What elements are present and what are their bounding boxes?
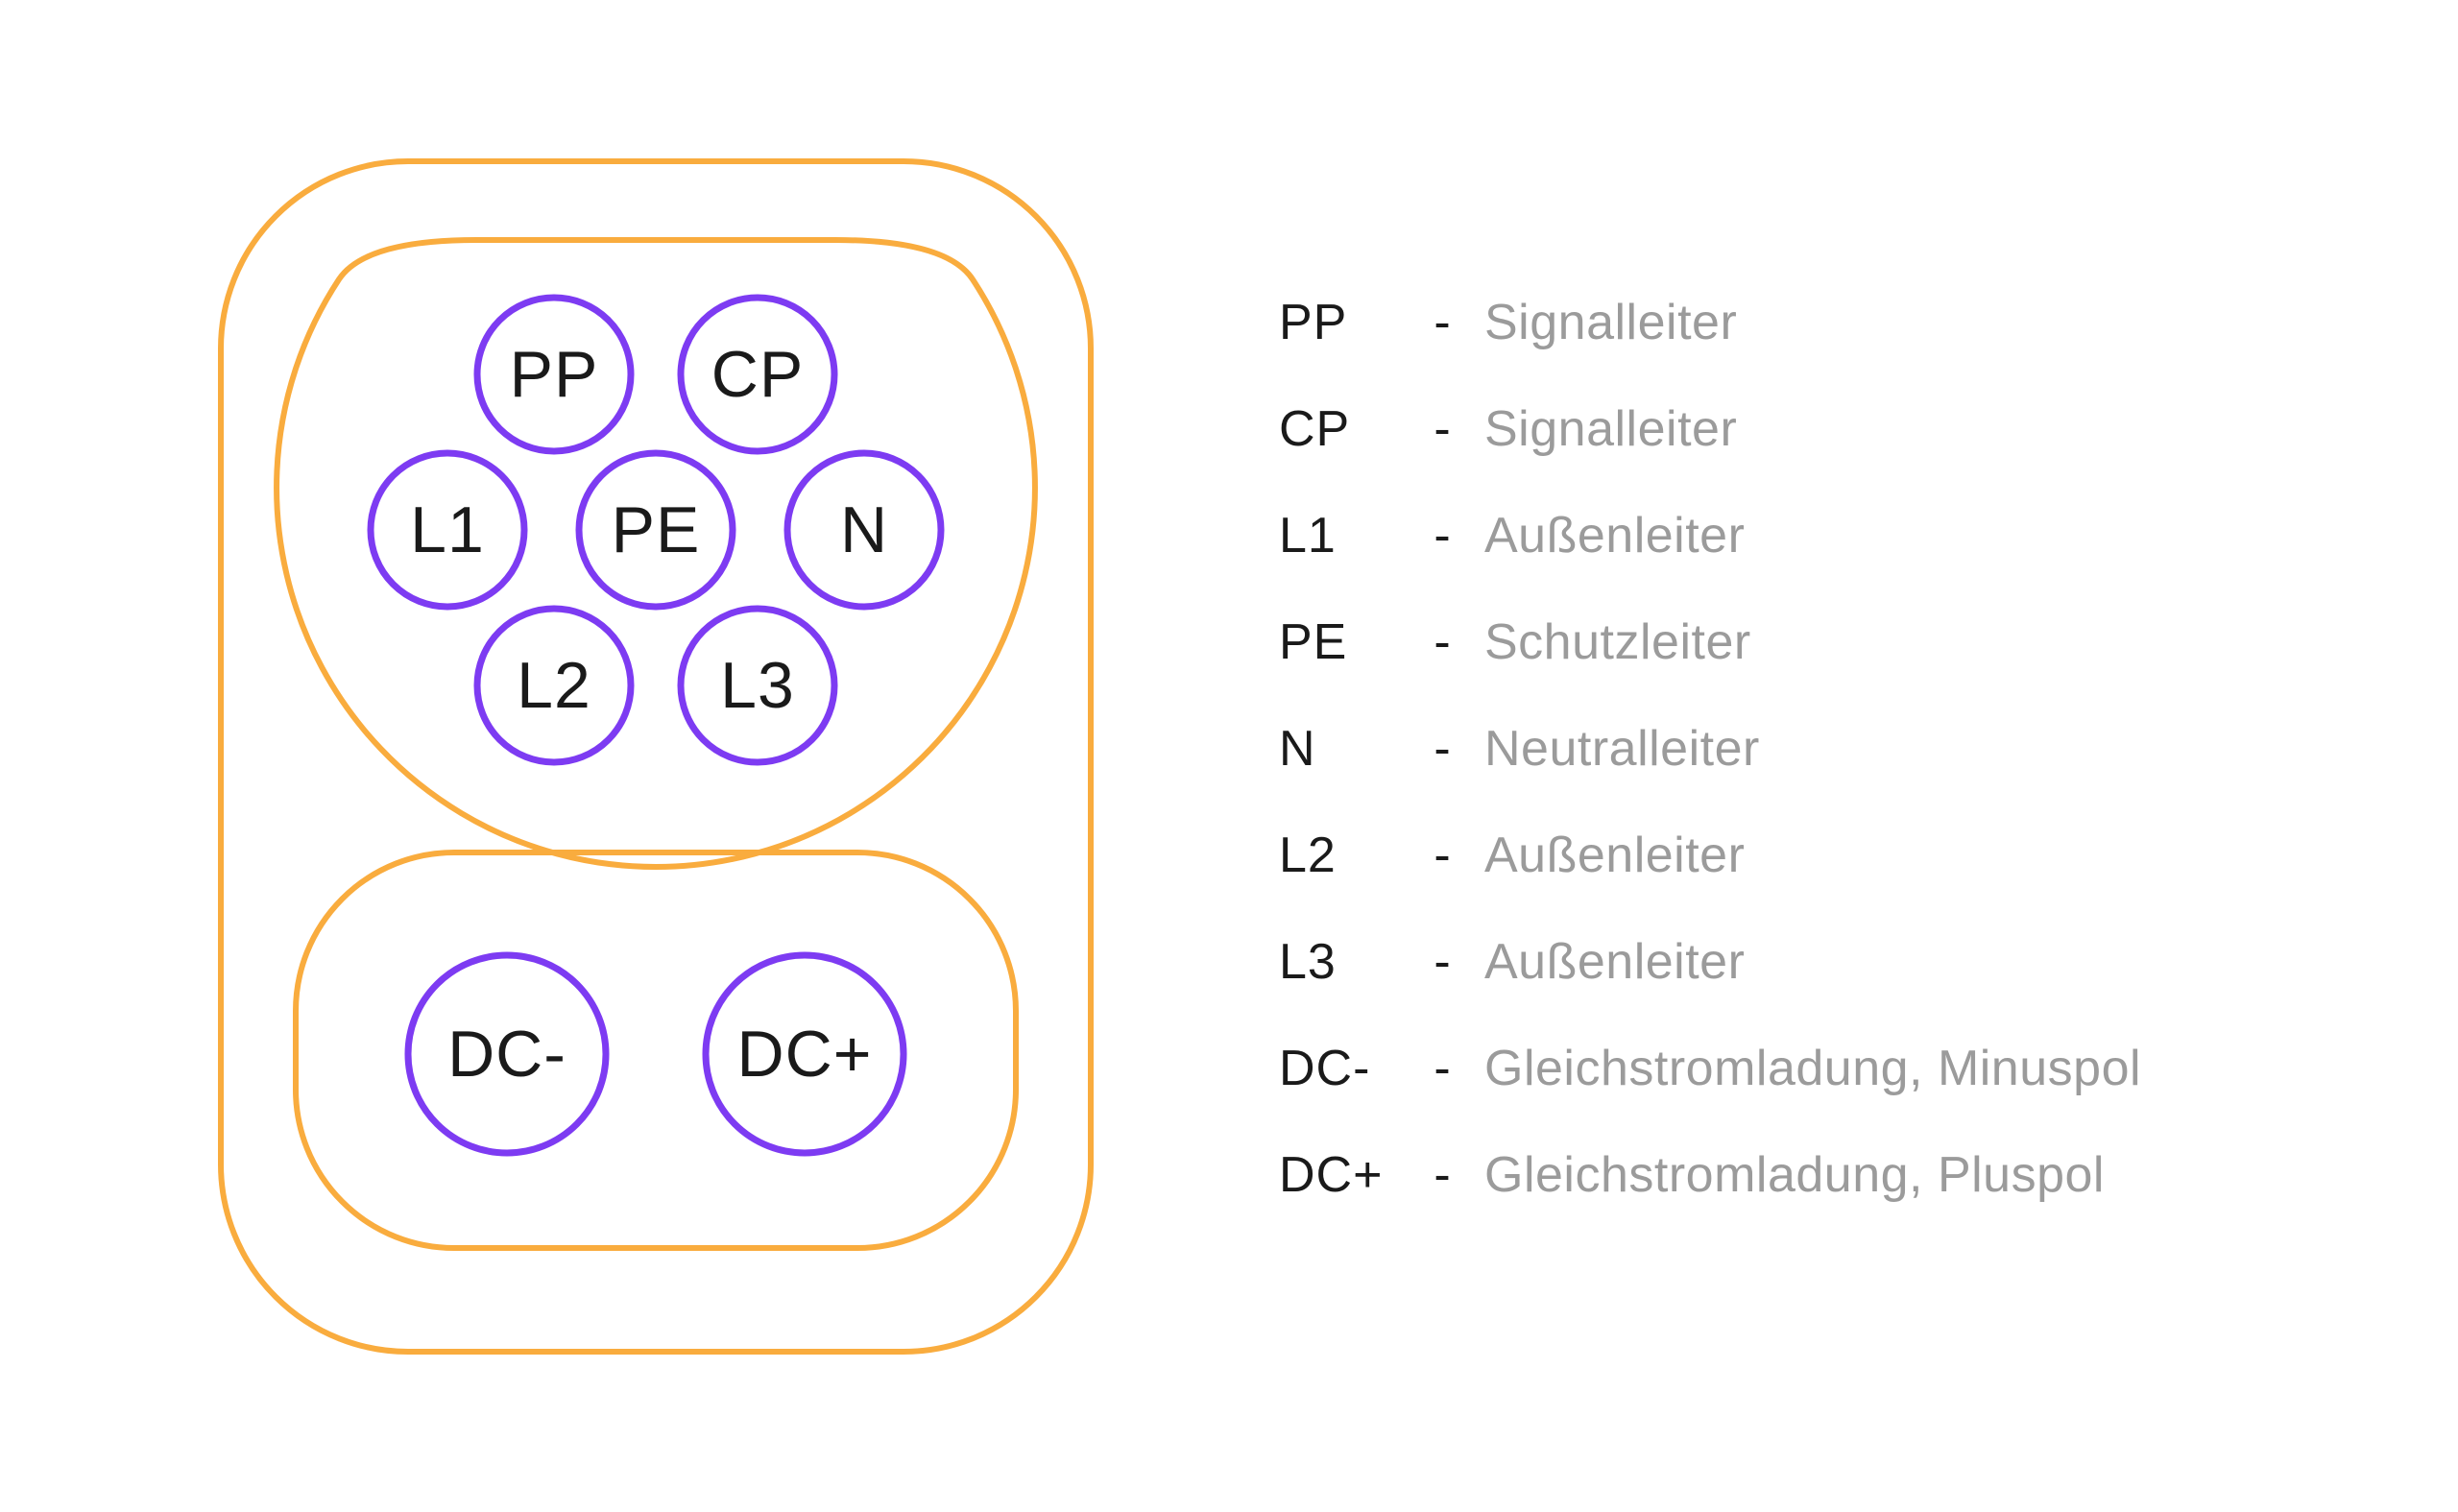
- legend-abbr: DC+: [1279, 1146, 1384, 1203]
- legend-row-n: N - Neutralleiter: [1279, 695, 2141, 802]
- legend-description: Signalleiter: [1484, 294, 1738, 350]
- pin-label-pp: PP: [510, 338, 599, 411]
- pin-circle-cp: [677, 294, 838, 455]
- pin-circle-dc-plus: [702, 951, 907, 1157]
- legend-separator: -: [1434, 827, 1451, 883]
- legend-abbr: L2: [1279, 827, 1337, 883]
- legend-row-l2: L2 - Außenleiter: [1279, 802, 2141, 908]
- connector-ac-section-outline: [274, 237, 1038, 871]
- pin-legend: PP - Signalleiter CP - Signalleiter L1 -…: [1279, 269, 2141, 1228]
- legend-separator: -: [1434, 507, 1451, 564]
- pin-circle-n: [783, 449, 945, 611]
- pin-label-dc-minus: DC-: [447, 1018, 566, 1091]
- pin-label-cp: CP: [711, 338, 804, 411]
- pin-label-n: N: [840, 493, 888, 566]
- legend-abbr: L3: [1279, 933, 1337, 990]
- pin-label-pe: PE: [612, 493, 701, 566]
- legend-abbr: PE: [1279, 613, 1348, 670]
- legend-description: Gleichstromladung, Minuspol: [1484, 1040, 2142, 1096]
- legend-row-pp: PP - Signalleiter: [1279, 269, 2141, 375]
- legend-abbr: DC-: [1279, 1040, 1371, 1096]
- legend-separator: -: [1434, 720, 1451, 777]
- legend-separator: -: [1434, 1040, 1451, 1096]
- pin-circle-l3: [677, 605, 838, 766]
- pin-circle-l1: [367, 449, 528, 611]
- legend-row-l3: L3 - Außenleiter: [1279, 908, 2141, 1015]
- legend-separator: -: [1434, 1146, 1451, 1203]
- legend-separator: -: [1434, 294, 1451, 350]
- connector-outer-housing-outline: [218, 158, 1094, 1355]
- pin-label-l2: L2: [517, 649, 591, 722]
- legend-separator: -: [1434, 933, 1451, 990]
- legend-abbr: N: [1279, 720, 1316, 777]
- legend-row-l1: L1 - Außenleiter: [1279, 482, 2141, 588]
- legend-row-pe: PE - Schutzleiter: [1279, 588, 2141, 695]
- legend-description: Außenleiter: [1484, 933, 1746, 990]
- pin-circle-pe: [575, 449, 736, 611]
- pin-circle-dc-minus: [404, 951, 610, 1157]
- legend-abbr: CP: [1279, 400, 1351, 457]
- legend-separator: -: [1434, 400, 1451, 457]
- pin-circle-pp: [473, 294, 635, 455]
- legend-description: Signalleiter: [1484, 400, 1738, 457]
- legend-description: Neutralleiter: [1484, 720, 1760, 777]
- legend-row-cp: CP - Signalleiter: [1279, 375, 2141, 482]
- legend-description: Außenleiter: [1484, 507, 1746, 564]
- legend-abbr: L1: [1279, 507, 1337, 564]
- legend-row-dc-plus: DC+ - Gleichstromladung, Pluspol: [1279, 1121, 2141, 1228]
- pin-circle-l2: [473, 605, 635, 766]
- connector-dc-section-outline: [293, 850, 1019, 1251]
- legend-description: Schutzleiter: [1484, 613, 1751, 670]
- pin-label-dc-plus: DC+: [737, 1018, 873, 1091]
- legend-separator: -: [1434, 613, 1451, 670]
- pin-label-l3: L3: [720, 649, 795, 722]
- legend-description: Gleichstromladung, Pluspol: [1484, 1146, 2105, 1203]
- pin-label-l1: L1: [410, 493, 485, 566]
- legend-abbr: PP: [1279, 294, 1348, 350]
- legend-description: Außenleiter: [1484, 827, 1746, 883]
- legend-row-dc-minus: DC- - Gleichstromladung, Minuspol: [1279, 1015, 2141, 1121]
